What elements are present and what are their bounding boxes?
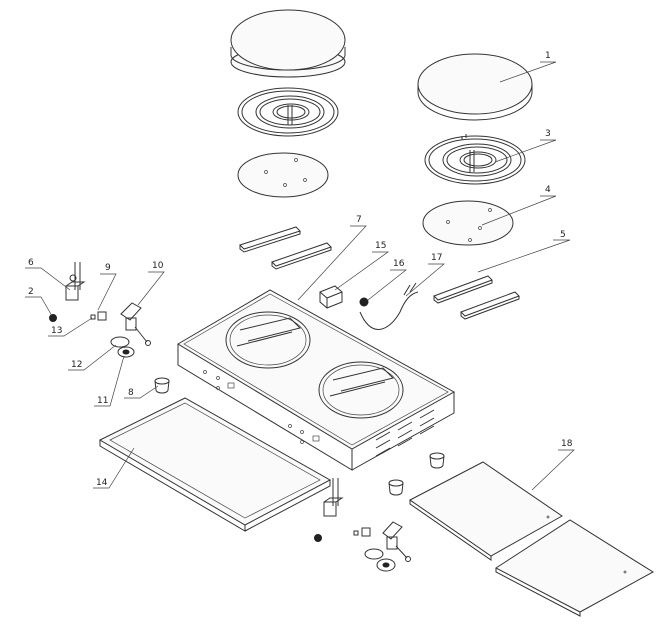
heating-coil-left xyxy=(237,87,339,137)
hot-plate-left xyxy=(230,9,346,78)
nut-small-bottom xyxy=(314,534,322,542)
switch-bottom xyxy=(382,521,411,562)
callout-11: 11 xyxy=(97,396,108,406)
bottom-plate-lower xyxy=(495,519,654,617)
terminal-block xyxy=(319,285,343,309)
rubber-foot-2 xyxy=(429,452,445,469)
callout-15: 15 xyxy=(375,241,386,251)
callout-14: 14 xyxy=(96,478,108,488)
callout-2: 2 xyxy=(28,287,34,297)
cable-gland xyxy=(359,297,369,307)
callout-5: 5 xyxy=(560,230,566,240)
drip-tray xyxy=(98,397,332,532)
callout-17: 17 xyxy=(431,253,442,263)
rubber-foot-3 xyxy=(388,479,404,496)
callout-10: 10 xyxy=(152,261,164,271)
switch-left xyxy=(120,302,151,346)
callout-13: 13 xyxy=(51,326,62,336)
indicator-lamp-left xyxy=(90,311,107,321)
callout-12: 12 xyxy=(71,360,82,370)
power-cord xyxy=(359,282,419,330)
callout-1: 1 xyxy=(545,51,551,61)
callout-18: 18 xyxy=(561,439,573,449)
callout-7: 7 xyxy=(356,215,362,225)
callout-6: 6 xyxy=(28,258,34,268)
hot-plate-right xyxy=(417,53,533,121)
callout-3: 3 xyxy=(545,129,551,139)
indicator-lamp-bottom xyxy=(353,527,371,537)
support-bars-right xyxy=(433,275,520,320)
heating-coil-right xyxy=(424,134,526,185)
support-bars-left xyxy=(239,226,332,270)
knob-bottom xyxy=(364,548,396,572)
callout-16: 16 xyxy=(393,259,405,269)
callout-labels: 1 2 3 4 6 7 8 9 10 11 12 13 14 15 16 17 … xyxy=(28,51,573,488)
rubber-foot xyxy=(154,377,170,394)
thermostat-bottom xyxy=(323,478,344,517)
callout-9: 9 xyxy=(105,263,111,273)
leader-lines xyxy=(25,61,575,491)
mounting-plate-left xyxy=(237,152,329,198)
nut-small-left xyxy=(49,314,57,322)
thermostat-knob-left xyxy=(65,262,86,301)
knob-left xyxy=(110,336,135,358)
mounting-plate-right xyxy=(422,200,514,246)
main-housing xyxy=(177,289,456,471)
callout-8: 8 xyxy=(128,388,134,398)
callout-4: 4 xyxy=(545,185,551,195)
bottom-plate-upper xyxy=(409,461,563,561)
